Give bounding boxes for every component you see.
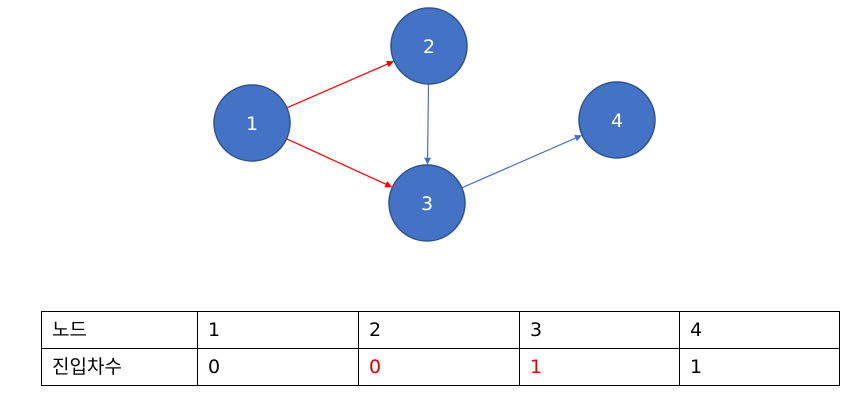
in-degree-row: 진입차수 0 0 1 1 [41,348,840,386]
graph-node-1: 1 [213,84,291,162]
node-row: 노드 1 2 3 4 [41,311,840,349]
node-circle [388,164,466,242]
node-label: 3 [421,193,433,215]
node-label: 4 [611,110,623,132]
in-degree-cell: 0 [197,348,359,386]
edge-1-to-2 [286,60,394,109]
node-label: 2 [423,36,435,58]
in-degree-cell: 1 [679,348,840,386]
graph-node-3: 3 [388,164,466,242]
node-id-cell: 3 [519,311,680,349]
node-id-cell: 2 [358,311,520,349]
edge-1-to-3 [286,138,393,188]
node-label: 1 [246,113,258,135]
in-degree-cell: 1 [519,348,680,386]
node-id-cell: 4 [679,311,840,349]
in-degree-table: 노드 1 2 3 4 진입차수 0 0 1 1 [41,311,840,386]
in-degree-header-cell: 진입차수 [41,348,198,386]
node-circle [390,7,468,85]
node-id-cell: 1 [197,311,359,349]
graph-node-4: 4 [578,81,656,159]
node-circle [578,81,656,159]
edge-2-to-3 [424,83,432,165]
node-circle [213,84,291,162]
edge-3-to-4 [461,134,582,189]
node-header-cell: 노드 [41,311,198,349]
graph-diagram: 1 2 3 4 [213,7,656,242]
graph-node-2: 2 [390,7,468,85]
in-degree-cell: 0 [358,348,520,386]
